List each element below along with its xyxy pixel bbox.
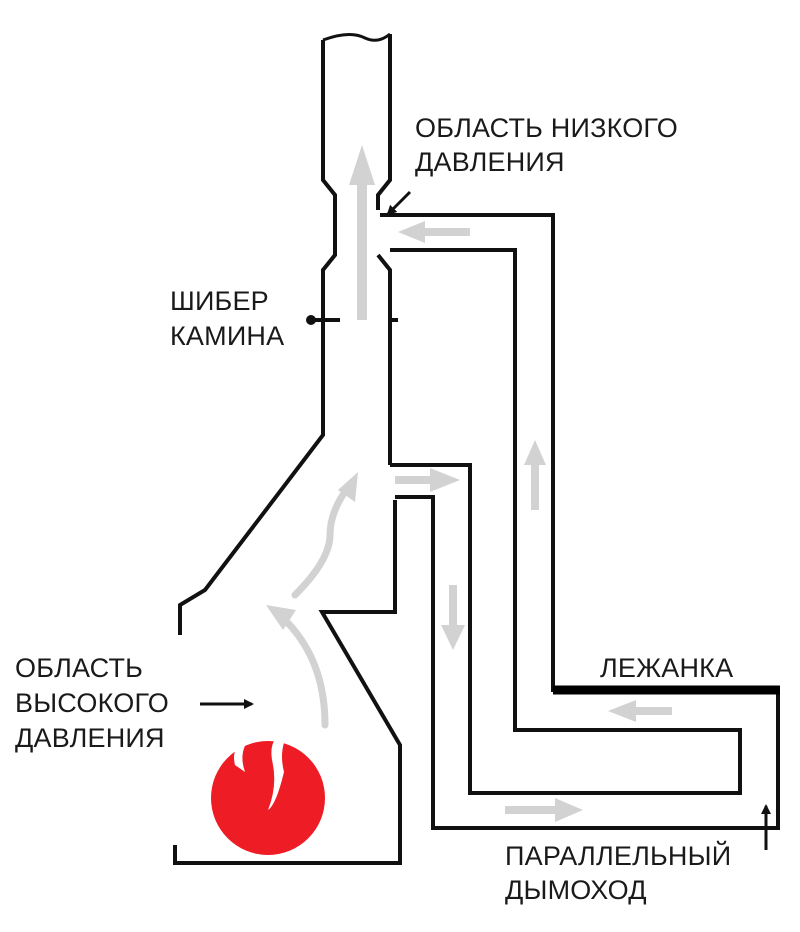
label-bench: ЛЕЖАНКА: [600, 653, 734, 683]
flow-arrow: [608, 700, 672, 722]
parallel-flue-outer-top: [380, 213, 780, 815]
chimney-right-wall-upper: [376, 34, 392, 210]
smoke-arrows: [281, 481, 354, 729]
firebox-throat: [173, 500, 402, 865]
label-high-pressure-line3: ДАВЛЕНИЯ: [15, 723, 165, 753]
fire-icon: [211, 730, 325, 855]
flow-arrow: [338, 472, 358, 502]
label-damper-line2: КАМИНА: [170, 321, 285, 351]
flow-arrow: [524, 440, 546, 510]
flow-arrow: [281, 616, 329, 729]
fireplace-left-wall: [178, 40, 337, 635]
parallel-flue-inner-top: [390, 248, 742, 795]
label-high-pressure-line1: ОБЛАСТЬ: [15, 653, 144, 683]
label-low-pressure-line1: ОБЛАСТЬ НИЗКОГО: [415, 113, 678, 143]
chimney-top-edge: [322, 32, 391, 42]
parallel-flue-outer-bottom: [395, 495, 780, 830]
label-low-pressure-line2: ДАВЛЕНИЯ: [415, 147, 565, 177]
label-parallel-flue-line1: ПАРАЛЛЕЛЬНЫЙ: [505, 841, 732, 871]
flow-arrow: [266, 605, 296, 630]
flow-arrow: [505, 798, 583, 822]
flow-arrow: [398, 221, 470, 243]
chimney-right-wall-lower: [376, 253, 392, 465]
label-parallel-flue-line2: ДЫМОХОД: [505, 875, 647, 905]
damper-dot: [306, 315, 316, 325]
flow-arrow: [349, 145, 375, 320]
pointer-low-pressure: [386, 190, 412, 216]
flow-arrow: [441, 585, 465, 650]
flow-arrow: [395, 468, 460, 492]
label-damper-line1: ШИБЕР: [170, 286, 269, 316]
flow-arrow: [291, 481, 354, 599]
label-high-pressure-line2: ВЫСОКОГО: [15, 688, 169, 718]
flow-arrows: [349, 145, 672, 822]
